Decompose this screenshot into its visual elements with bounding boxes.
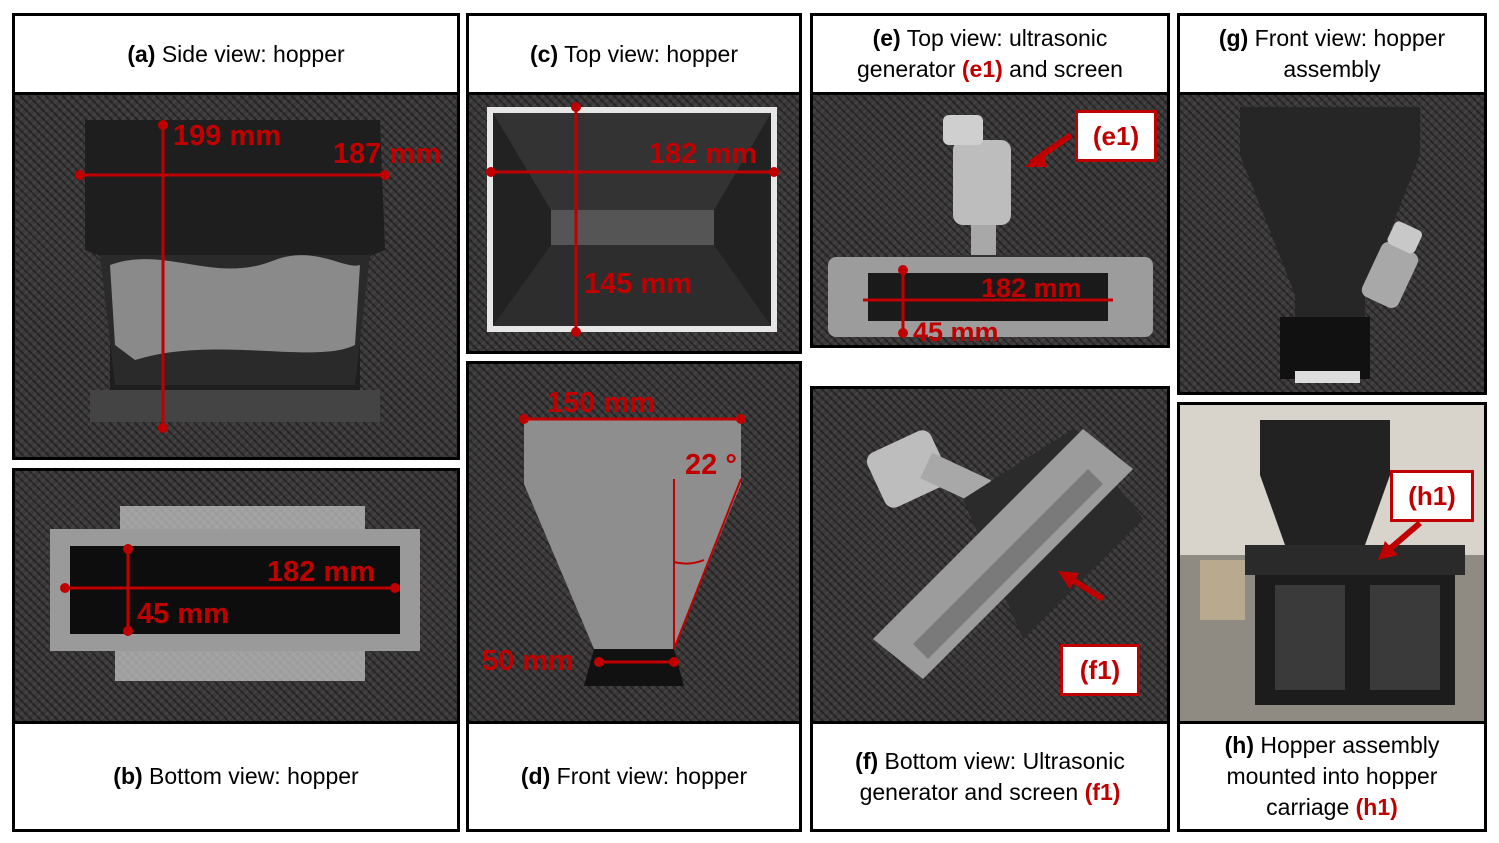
caption-a-text: Side view: hopper	[161, 40, 345, 67]
hopper-top-illustration	[486, 102, 779, 337]
photo-h: (h1)	[1180, 405, 1484, 721]
dim-label-b-182: 182 mm	[267, 556, 376, 588]
ultrasonic-top-illustration	[828, 115, 1153, 338]
caption-a: (a) Side view: hopper	[12, 13, 460, 95]
caption-g-line1: Front view: hopper	[1254, 25, 1446, 51]
photo-d: 150 mm 22 ° 50 mm	[469, 364, 799, 721]
caption-d-text: Front view: hopper	[556, 763, 748, 789]
dim-label-d-150: 150 mm	[547, 387, 656, 419]
caption-e: (e) Top view: ultrasonic generator (e1) a…	[810, 13, 1170, 95]
caption-b-text: Bottom view: hopper	[149, 763, 359, 789]
caption-e-line2: generator	[857, 56, 962, 82]
caption-g: (g) Front view: hopper assembly	[1177, 13, 1487, 95]
hopper-front-illustration	[519, 414, 746, 686]
caption-h-line3: carriage	[1266, 794, 1356, 820]
hopper-carriage-illustration	[1180, 405, 1484, 721]
caption-g-tag: (g)	[1218, 25, 1249, 51]
dim-label-a-187: 187 mm	[333, 138, 442, 170]
dim-label-e-45: 45 mm	[913, 317, 999, 345]
caption-f-ref: (f1)	[1084, 778, 1121, 805]
caption-box-f	[810, 721, 1170, 832]
caption-b-tag: (b)	[113, 763, 143, 789]
caption-box-e	[810, 13, 1170, 95]
caption-e-tag: (e)	[872, 25, 901, 51]
caption-h-ref: (h1)	[1355, 794, 1398, 820]
caption-f-tag: (f)	[855, 747, 879, 774]
caption-box-d	[466, 721, 802, 832]
hopper-assembly-front-illustration	[1240, 107, 1423, 383]
photo-b: 182 mm 45 mm	[15, 471, 457, 721]
dim-label-a-199: 199 mm	[173, 120, 282, 152]
caption-h-tag: (h)	[1224, 732, 1254, 758]
caption-e-ref: (e1)	[961, 56, 1003, 82]
photo-g	[1180, 95, 1484, 392]
caption-g-line2: assembly	[1283, 56, 1381, 82]
caption-h: (h) Hopper assembly mounted into hopper ca…	[1177, 721, 1487, 832]
caption-d: (d) Front view: hopper	[466, 721, 802, 832]
caption-e-line1: Top view: ultrasonic	[906, 25, 1108, 51]
dim-label-b-45: 45 mm	[137, 598, 229, 630]
caption-c: (c) Top view: hopper	[466, 13, 802, 95]
ultrasonic-bottom-illustration	[866, 429, 1143, 679]
photo-c: 182 mm 145 mm	[469, 95, 799, 351]
caption-f: (f) Bottom view: Ultrasonic generator and…	[810, 721, 1170, 832]
hopper-bottom-illustration	[50, 506, 420, 681]
caption-h-line2: mounted into hopper	[1226, 763, 1438, 789]
caption-box-c	[466, 13, 802, 95]
caption-f-line1: Bottom view: Ultrasonic	[884, 747, 1125, 774]
photo-e: (e1) 182 mm 45 mm	[813, 95, 1167, 345]
caption-box-b	[12, 721, 460, 832]
caption-box-h	[1177, 721, 1487, 832]
caption-b: (b) Bottom view: hopper	[12, 721, 460, 832]
caption-a-tag: (a)	[127, 40, 156, 67]
caption-c-tag: (c)	[530, 40, 559, 67]
callout-e1: (e1)	[1075, 110, 1157, 162]
caption-d-tag: (d)	[520, 763, 551, 789]
hopper-side-illustration	[75, 120, 390, 433]
photo-a: 199 mm 187 mm	[15, 95, 457, 457]
dim-label-e-182: 182 mm	[981, 273, 1082, 303]
caption-c-text: Top view: hopper	[564, 40, 738, 67]
dim-label-c-145: 145 mm	[584, 268, 693, 300]
photo-f: (f1)	[813, 389, 1167, 721]
dim-label-c-182: 182 mm	[649, 138, 758, 170]
caption-f-line2: generator and screen	[859, 778, 1085, 805]
dim-label-d-50: 50 mm	[482, 645, 574, 677]
callout-h1: (h1)	[1390, 470, 1474, 522]
callout-f1: (f1)	[1060, 644, 1140, 696]
caption-h-line1: Hopper assembly	[1260, 732, 1440, 758]
caption-e-line3: and screen	[1002, 56, 1123, 82]
dim-label-d-angle: 22 °	[685, 449, 737, 481]
